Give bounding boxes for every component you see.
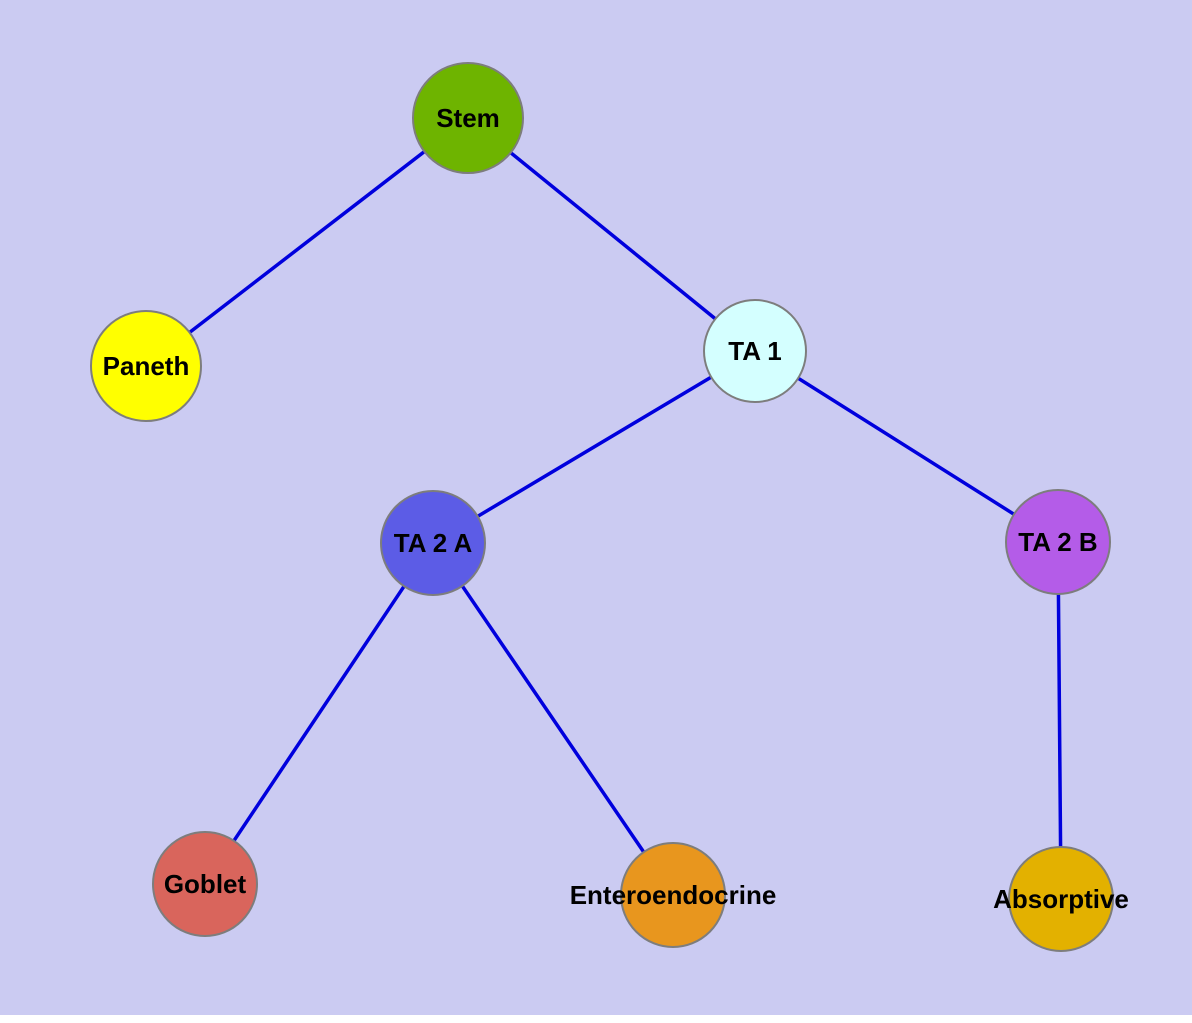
edges-layer (144, 116, 1063, 901)
node-absorptive[interactable]: Absorptive (993, 846, 1129, 952)
ta1-circle[interactable] (703, 299, 807, 403)
absorptive-circle[interactable] (1008, 846, 1114, 952)
node-ta1[interactable]: TA 1 (703, 299, 807, 403)
edge-stem-to-ta1 (466, 116, 757, 353)
edge-ta2b-to-absorptive (1056, 540, 1063, 901)
ta2a-circle[interactable] (380, 490, 486, 596)
node-ta2b[interactable]: TA 2 B (1005, 489, 1111, 595)
edge-ta2a-to-goblet (203, 541, 435, 886)
node-paneth[interactable]: Paneth (90, 310, 202, 422)
goblet-circle[interactable] (152, 831, 258, 937)
node-goblet[interactable]: Goblet (152, 831, 258, 937)
ta2b-circle[interactable] (1005, 489, 1111, 595)
node-enteroendocrine[interactable]: Enteroendocrine (570, 842, 777, 948)
edge-ta1-to-ta2a (431, 349, 757, 545)
edge-ta2a-to-enteroendocrine (431, 541, 675, 897)
edge-stem-to-paneth (144, 116, 470, 368)
stem-circle[interactable] (412, 62, 524, 174)
node-ta2a[interactable]: TA 2 A (380, 490, 486, 596)
enteroendocrine-circle[interactable] (620, 842, 726, 948)
edge-ta1-to-ta2b (753, 349, 1060, 544)
paneth-circle[interactable] (90, 310, 202, 422)
node-stem[interactable]: Stem (412, 62, 524, 174)
